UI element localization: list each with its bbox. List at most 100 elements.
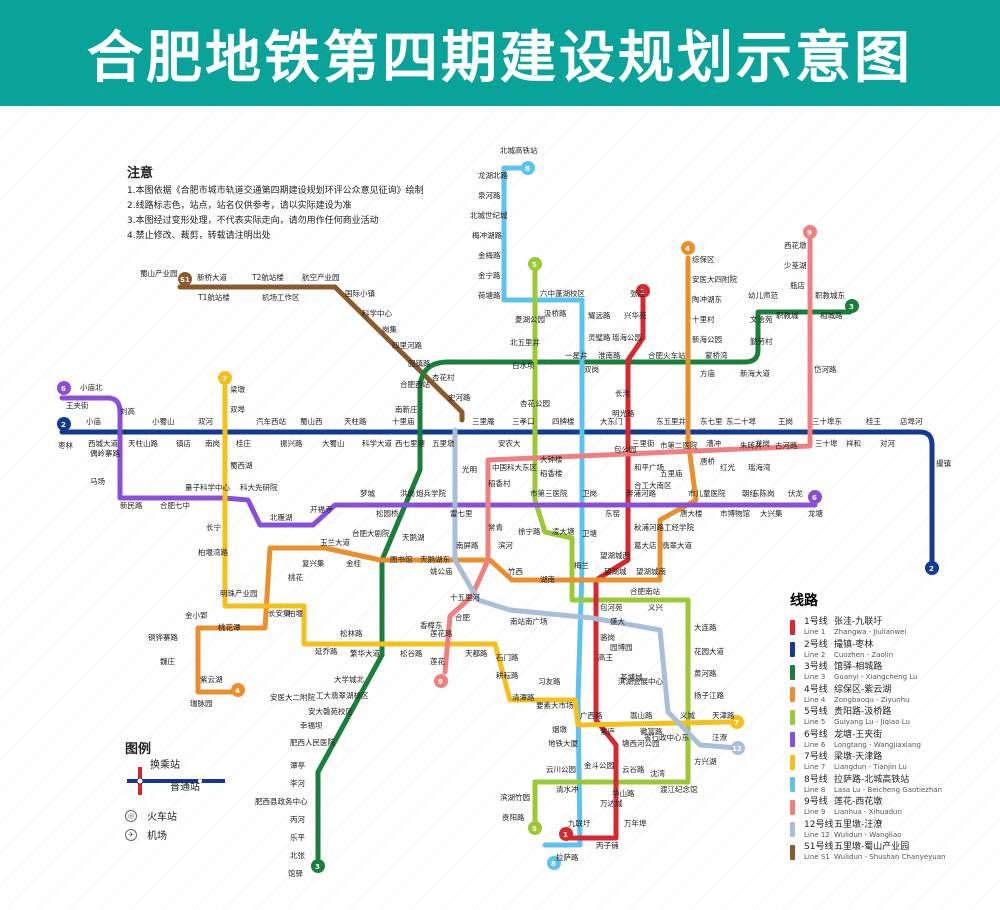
svg-text:开福寺: 开福寺 [310, 505, 333, 514]
rail-legend-row: ◎ 火车站 [125, 806, 235, 825]
svg-text:蜀山产业园: 蜀山产业园 [140, 268, 178, 278]
svg-text:望湖城西: 望湖城西 [600, 550, 630, 560]
svg-text:市儿童医院: 市儿童医院 [688, 488, 726, 498]
svg-text:花园大道: 花园大道 [694, 646, 724, 656]
svg-text:安农大: 安农大 [498, 438, 521, 448]
svg-text:瑶海湾: 瑶海湾 [748, 462, 771, 472]
svg-text:望湖城南: 望湖城南 [636, 566, 666, 576]
svg-text:安医大四附院: 安医大四附院 [692, 274, 737, 284]
svg-text:合肥火车站: 合肥火车站 [648, 350, 686, 360]
svg-text:四里河路: 四里河路 [392, 340, 422, 350]
svg-text:金宁路: 金宁路 [478, 270, 501, 280]
svg-text:西七里塘: 西七里塘 [395, 438, 425, 448]
svg-text:东二十埠: 东二十埠 [726, 416, 756, 426]
svg-text:新桥大道: 新桥大道 [197, 272, 227, 282]
svg-text:方兴湖: 方兴湖 [694, 756, 717, 766]
svg-text:长安集: 长安集 [268, 608, 291, 618]
page-title: 合肥地铁第四期建设规划示意图 [87, 25, 913, 91]
svg-text:瑞脉园: 瑞脉园 [190, 698, 213, 708]
svg-text:小庙: 小庙 [86, 416, 101, 426]
svg-text:云川公园: 云川公园 [546, 765, 576, 774]
svg-text:明珠产业园: 明珠产业园 [220, 588, 258, 598]
svg-text:龙湖北路: 龙湖北路 [478, 170, 508, 180]
svg-text:岱河路: 岱河路 [814, 364, 837, 374]
svg-text:紫云湖: 紫云湖 [200, 675, 223, 684]
svg-text:唐大楼: 唐大楼 [680, 508, 703, 518]
svg-text:汽车西站: 汽车西站 [256, 416, 286, 426]
svg-text:7: 7 [222, 375, 227, 383]
svg-text:复兴集: 复兴集 [302, 558, 325, 568]
svg-text:万达城: 万达城 [600, 798, 623, 808]
svg-text:贵阳路: 贵阳路 [502, 812, 525, 822]
svg-text:新海公园: 新海公园 [692, 334, 722, 344]
svg-text:天鹅湖: 天鹅湖 [402, 532, 425, 542]
svg-text:义兴: 义兴 [648, 603, 663, 612]
svg-text:葛大店: 葛大店 [634, 540, 657, 550]
svg-text:魏庄: 魏庄 [160, 656, 175, 666]
svg-text:松谷路: 松谷路 [400, 648, 423, 658]
svg-text:镇店: 镇店 [176, 438, 191, 448]
svg-text:金桂: 金桂 [346, 558, 361, 568]
svg-text:蜀山西: 蜀山西 [300, 416, 323, 426]
svg-text:卫岗: 卫岗 [582, 489, 597, 498]
svg-text:大蜀山: 大蜀山 [322, 438, 345, 448]
svg-text:炮兵学院: 炮兵学院 [416, 488, 446, 498]
svg-text:市第二医院: 市第二医院 [660, 440, 698, 450]
svg-text:南屏路: 南屏路 [456, 540, 479, 550]
svg-text:王岗: 王岗 [778, 417, 793, 426]
svg-text:8: 8 [551, 860, 556, 868]
metro-map: S1 2 2 3 3 4 4 5 5 6 6 7 7 8 8 9 9 1 1 1… [57, 145, 951, 878]
svg-text:市第三医院: 市第三医院 [530, 488, 568, 498]
svg-text:稻香村: 稻香村 [488, 478, 511, 488]
svg-text:3: 3 [849, 303, 854, 311]
svg-text:十五里河: 十五里河 [450, 592, 480, 602]
svg-text:十里庙: 十里庙 [392, 416, 415, 426]
svg-text:菱湖公园: 菱湖公园 [515, 314, 545, 324]
svg-text:合工大南区: 合工大南区 [634, 480, 672, 490]
svg-text:竹西: 竹西 [508, 566, 523, 576]
svg-text:安大磬苑校区: 安大磬苑校区 [308, 706, 353, 716]
svg-text:明光路: 明光路 [612, 408, 635, 418]
svg-text:北城高铁站: 北城高铁站 [500, 145, 538, 155]
svg-text:8: 8 [525, 165, 530, 173]
svg-text:红光: 红光 [720, 462, 735, 472]
symbol-legend: 图例 换乘站 普通站 ◎ 火车站 ✈ 机场 [125, 738, 235, 844]
svg-text:刘高: 刘高 [120, 406, 135, 416]
svg-text:四牌楼: 四牌楼 [552, 416, 575, 426]
svg-text:淮南路: 淮南路 [598, 350, 621, 360]
svg-text:职教城东: 职教城东 [815, 290, 845, 300]
svg-text:园博园: 园博园 [610, 642, 633, 652]
svg-text:雷七里: 雷七里 [450, 509, 473, 518]
svg-text:南新庄: 南新庄 [395, 404, 418, 414]
notes-title: 注意 [127, 166, 154, 181]
svg-text:文浍苑: 文浍苑 [750, 314, 773, 324]
svg-text:南站南广场: 南站南广场 [510, 616, 548, 626]
svg-text:肥西人民医院: 肥西人民医院 [290, 737, 335, 747]
transfer-station-label: 换乘站 [150, 760, 180, 771]
svg-text:东陈岗: 东陈岗 [752, 488, 775, 498]
svg-text:东七里: 东七里 [700, 416, 723, 426]
svg-text:9: 9 [807, 229, 812, 237]
svg-text:4: 4 [235, 687, 240, 695]
svg-text:梅冲湖路: 梅冲湖路 [472, 230, 502, 240]
svg-text:金斗公园: 金斗公园 [584, 760, 614, 770]
svg-text:清水冲: 清水冲 [556, 784, 579, 794]
svg-text:振兴路: 振兴路 [280, 438, 303, 448]
svg-text:骆岗: 骆岗 [600, 632, 615, 642]
svg-text:东窑: 东窑 [605, 508, 620, 518]
svg-text:三孝口: 三孝口 [512, 417, 535, 426]
normal-station-label: 普通站 [170, 782, 200, 793]
svg-text:盛大: 盛大 [610, 616, 625, 626]
svg-text:杏花村: 杏花村 [432, 372, 455, 382]
svg-text:陶冲湖东: 陶冲湖东 [692, 294, 722, 304]
svg-text:西城大道: 西城大道 [88, 438, 118, 448]
svg-text:对河: 对河 [880, 438, 895, 448]
svg-text:三里街: 三里街 [632, 438, 655, 448]
transfer-normal-sample [127, 767, 225, 795]
svg-text:朱砖井: 朱砖井 [740, 440, 763, 450]
svg-text:三十埠: 三十埠 [815, 438, 838, 448]
svg-text:1: 1 [640, 288, 645, 296]
